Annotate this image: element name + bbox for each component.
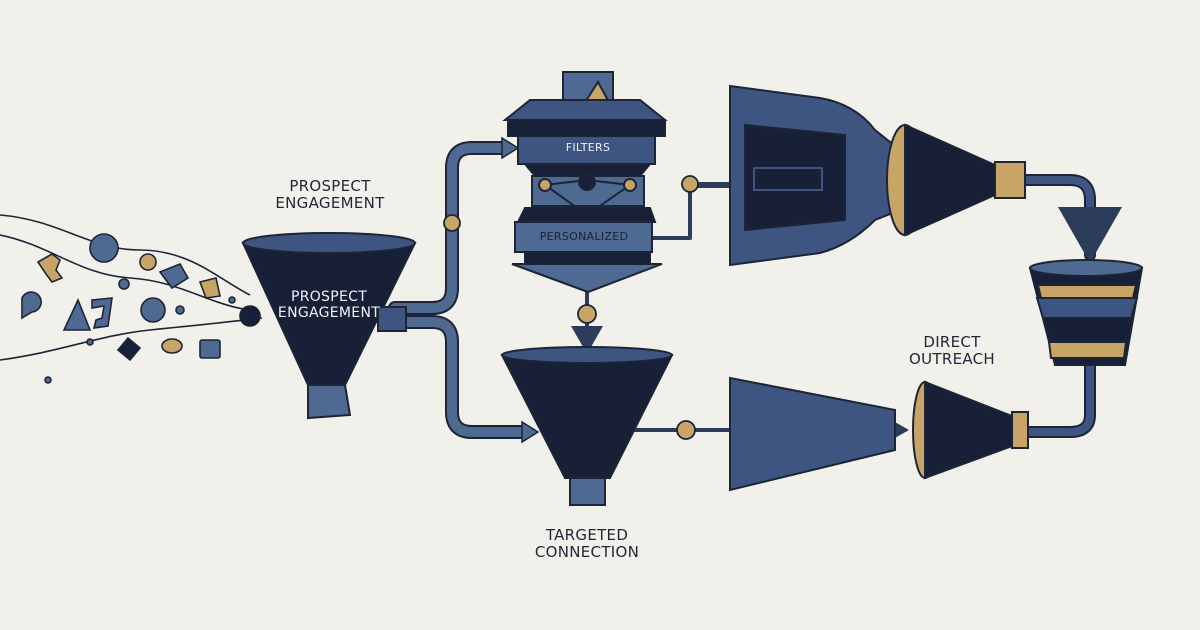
pipe-arrow-to-targeted xyxy=(521,420,540,444)
joint-circle xyxy=(443,214,461,232)
pipe-joints xyxy=(443,175,699,440)
joint-circle xyxy=(676,420,696,440)
shape-triangle xyxy=(62,297,92,331)
label-line: ENGAGEMENT xyxy=(277,304,381,321)
collection-cup xyxy=(1028,259,1144,366)
prospect-engagement-heading: PROSPECT ENGAGEMENT xyxy=(268,178,392,212)
shape-teardrop xyxy=(21,291,42,320)
shape-circle xyxy=(239,305,261,327)
prospect-engagement-funnel-label: PROSPECT ENGAGEMENT xyxy=(268,289,390,321)
prospect-engagement-funnel xyxy=(241,232,417,420)
label-line: DIRECT xyxy=(923,333,981,351)
shape-dot xyxy=(44,376,52,384)
shape-blob xyxy=(198,277,221,299)
input-stream-lines xyxy=(0,214,263,361)
targeted-connection-label: TARGETED CONNECTION xyxy=(524,527,650,561)
joint-circle xyxy=(577,304,597,324)
label-line: PROSPECT xyxy=(289,177,371,195)
shape-dot xyxy=(86,338,94,346)
shape-square xyxy=(199,339,221,359)
label-line: PROSPECT xyxy=(290,289,368,305)
direct-outreach-label: DIRECT OUTREACH xyxy=(902,334,1002,368)
label-line: OUTREACH xyxy=(909,349,995,368)
shape-dot xyxy=(228,296,236,304)
targeted-connection-funnel xyxy=(500,346,674,506)
shape-oval xyxy=(161,338,183,354)
label-line: CONNECTION xyxy=(534,542,640,561)
shape-blob xyxy=(158,262,190,290)
outreach-nozzle-large xyxy=(729,84,901,267)
filters-label: FILTERS xyxy=(565,141,611,154)
label-line: ENGAGEMENT xyxy=(275,193,385,212)
shape-blob xyxy=(36,253,64,283)
megaphone-top xyxy=(886,123,1026,237)
shape-circle xyxy=(140,297,166,323)
shape-circle xyxy=(175,305,185,315)
megaphone-direct-outreach xyxy=(912,380,1029,480)
amplifier xyxy=(729,376,896,492)
shape-hook xyxy=(91,297,113,329)
shape-circle xyxy=(118,278,130,290)
shape-circle xyxy=(139,253,157,271)
shape-circle xyxy=(89,233,119,263)
label-line: TARGETED xyxy=(545,526,629,544)
filter-machine xyxy=(502,71,668,294)
joint-circle xyxy=(681,175,699,193)
raw-prospect-shapes xyxy=(21,233,261,384)
pipe-arrow-to-filters xyxy=(501,136,520,160)
personalized-label: PERSONALIZED xyxy=(539,230,629,243)
shape-square xyxy=(116,336,142,362)
